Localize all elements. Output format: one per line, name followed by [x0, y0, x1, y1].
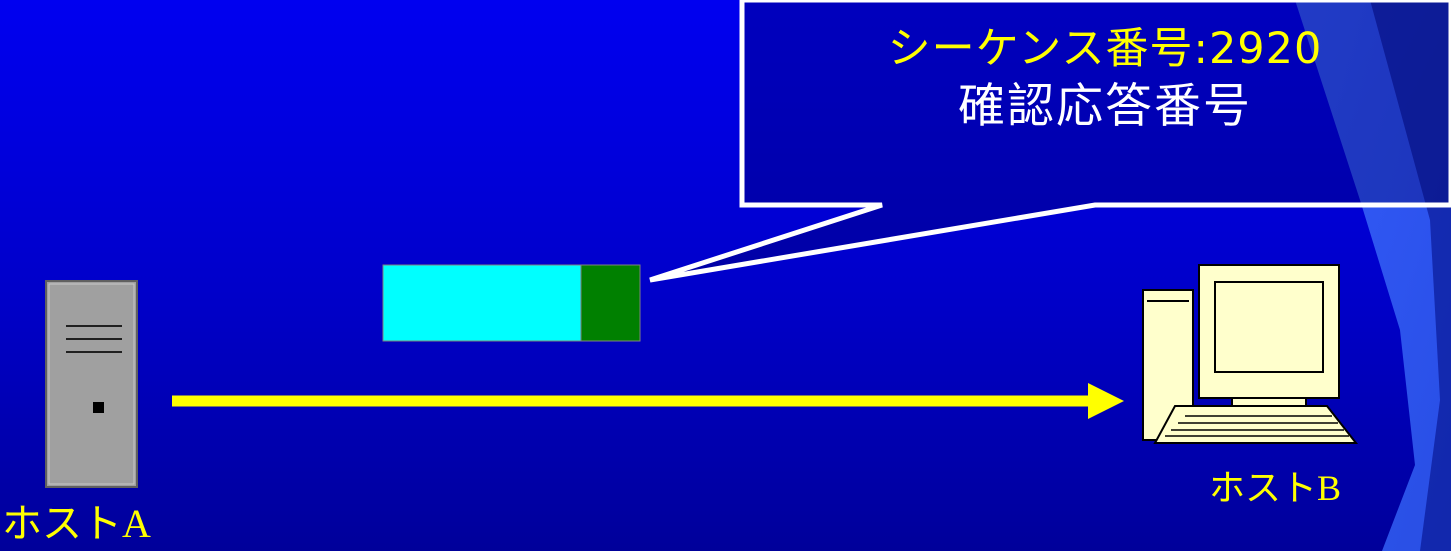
segment-header-block	[580, 264, 641, 342]
server-tower-icon	[45, 280, 138, 488]
background-beam	[1295, 0, 1451, 551]
host-a-label: ホストA	[2, 501, 151, 547]
host-a-label-prefix: ホスト	[2, 501, 122, 547]
tcp-segment	[382, 264, 641, 342]
callout-text: シーケンス番号:2920 確認応答番号	[760, 28, 1450, 134]
transmission-arrow	[172, 383, 1124, 419]
segment-data-block	[382, 264, 582, 342]
sequence-number-label: シーケンス番号	[887, 24, 1194, 74]
ack-number-label: 確認応答番号	[958, 79, 1252, 134]
sequence-number-value: 2920	[1208, 24, 1323, 74]
sequence-number-separator: :	[1193, 24, 1209, 74]
desktop-computer-icon	[1142, 264, 1359, 444]
host-b-label-prefix: ホスト	[1209, 468, 1318, 509]
host-b-label: ホストB	[1209, 470, 1341, 507]
callout-bubble	[649, 0, 1451, 283]
host-b-label-letter: B	[1317, 468, 1342, 508]
sequence-number-line: シーケンス番号:2920	[760, 28, 1450, 71]
host-a-label-letter: A	[122, 501, 151, 546]
